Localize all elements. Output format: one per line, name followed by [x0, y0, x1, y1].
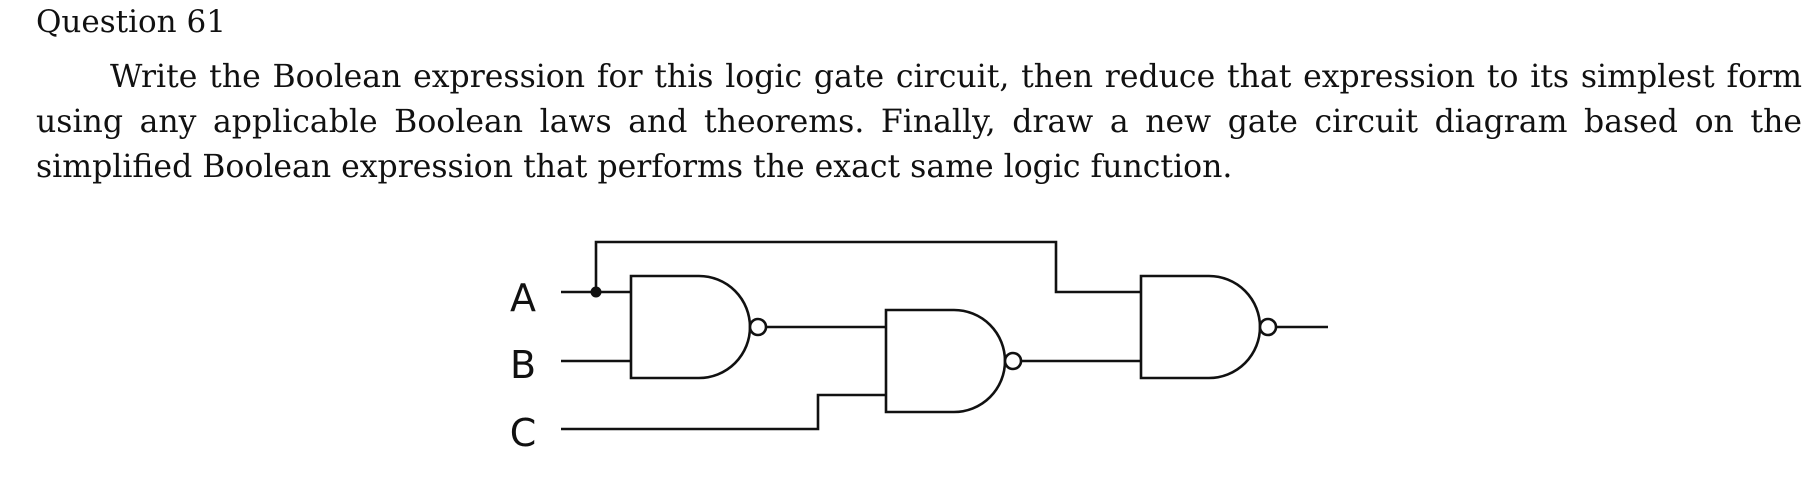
- input-label-b: B: [510, 343, 536, 387]
- nand-gate-2: [884, 308, 1007, 414]
- input-label-a: A: [510, 276, 536, 320]
- junction-dot: [590, 286, 602, 298]
- question-title: Question 61: [36, 4, 226, 40]
- wire-input-c: [561, 393, 886, 431]
- nand-gate-3: [1139, 274, 1262, 380]
- nand-gate-2-bubble: [1003, 351, 1023, 371]
- question-text: Write the Boolean expression for this lo…: [36, 59, 1802, 185]
- input-label-c: C: [510, 411, 537, 455]
- nand-gate-3-bubble: [1258, 317, 1278, 337]
- wire-a-feedforward: [594, 240, 1141, 294]
- nand-gate-1: [629, 274, 752, 380]
- nand-gate-1-bubble: [748, 317, 768, 337]
